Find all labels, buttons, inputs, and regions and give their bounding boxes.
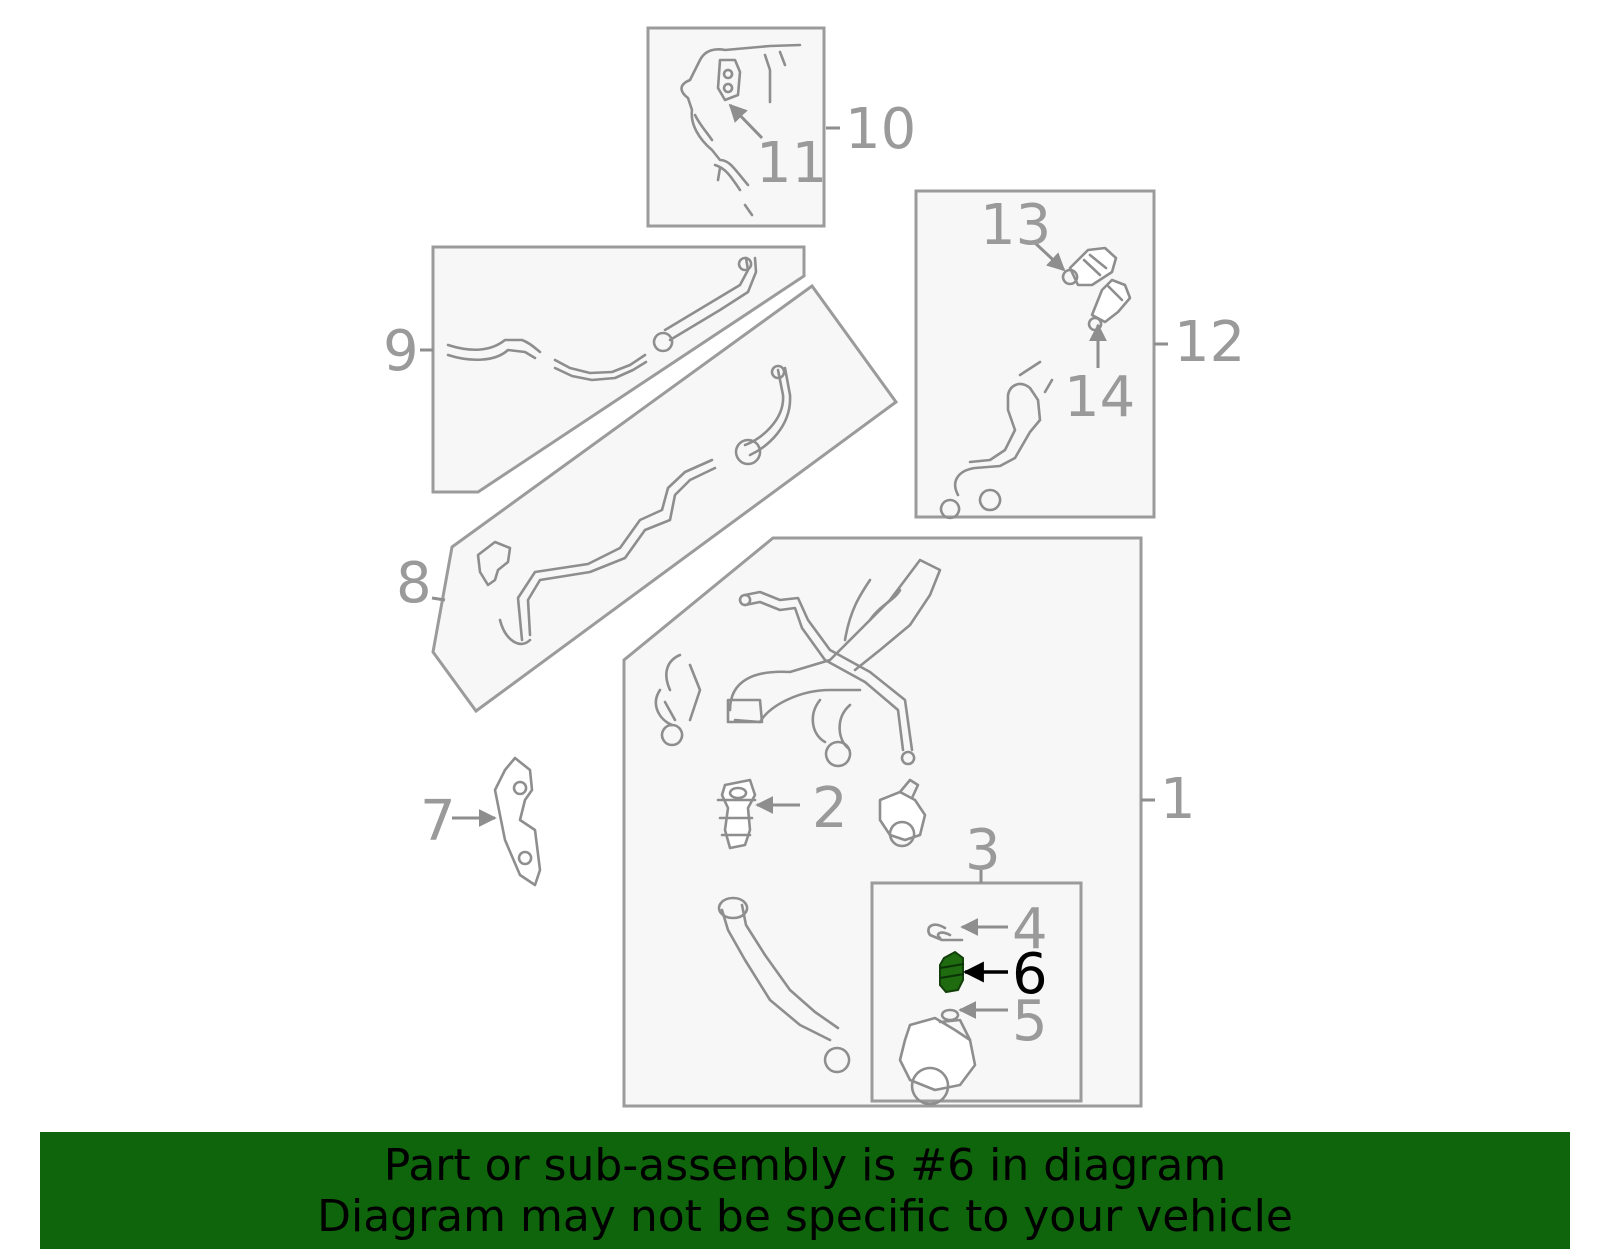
svg-text:6: 6 — [1012, 942, 1048, 1007]
callout-13: 13 — [980, 193, 1066, 272]
svg-text:1: 1 — [1160, 767, 1196, 832]
svg-text:4: 4 — [1012, 897, 1048, 962]
callout-11: 11 — [728, 103, 827, 196]
callout-1: 1 — [1141, 767, 1196, 832]
callout-7: 7 — [420, 789, 497, 854]
svg-text:11: 11 — [756, 131, 827, 196]
callout-8: 8 — [396, 551, 446, 616]
group-3-box — [870, 881, 1083, 1106]
callout-6: 6 — [962, 942, 1048, 1007]
callout-3: 3 — [965, 818, 1001, 883]
callout-12: 12 — [1154, 310, 1245, 375]
svg-text:14: 14 — [1064, 365, 1135, 430]
callout-14: 14 — [1064, 323, 1135, 430]
banner-line-1: Part or sub-assembly is #6 in diagram — [383, 1140, 1227, 1191]
callout-9: 9 — [383, 319, 433, 384]
group-10-box — [646, 26, 826, 228]
part-2-fitting — [716, 778, 757, 850]
group-9-box — [431, 245, 806, 494]
svg-text:7: 7 — [420, 789, 456, 854]
callout-10: 10 — [826, 97, 916, 162]
part-elbow-small — [878, 778, 927, 848]
group-8-box — [431, 283, 899, 714]
svg-text:9: 9 — [383, 319, 419, 384]
group-12-box — [914, 189, 1156, 520]
callout-5: 5 — [958, 989, 1048, 1054]
callout-4: 4 — [960, 897, 1048, 962]
part-lower-hose — [717, 896, 851, 1074]
svg-text:13: 13 — [980, 193, 1051, 258]
svg-text:8: 8 — [396, 551, 432, 616]
svg-text:2: 2 — [812, 776, 848, 841]
svg-text:12: 12 — [1174, 310, 1245, 375]
part-6-highlighted — [939, 950, 965, 994]
svg-text:10: 10 — [845, 97, 916, 162]
callout-2: 2 — [755, 776, 848, 841]
part-7-bracket — [493, 756, 542, 887]
info-banner: Part or sub-assembly is #6 in diagram Di… — [40, 1132, 1570, 1249]
svg-text:5: 5 — [1012, 989, 1048, 1054]
banner-line-2: Diagram may not be specific to your vehi… — [317, 1191, 1293, 1242]
svg-text:3: 3 — [965, 818, 1001, 883]
